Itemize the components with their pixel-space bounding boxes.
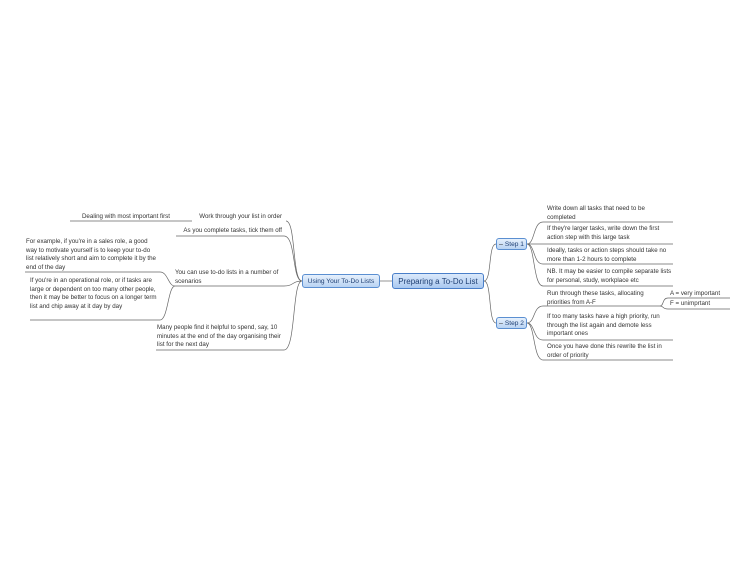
node-rewrite-list[interactable]: Once you have done this rewrite the list… xyxy=(547,343,662,359)
node-unimportant[interactable]: F = unimprtant xyxy=(670,300,711,307)
topic-step-1[interactable]: – Step 1 xyxy=(496,238,527,250)
topic-label: Step 2 xyxy=(504,319,524,327)
node-number-of-scenarios[interactable]: You can use to-do lists in a number of s… xyxy=(175,269,279,285)
node-write-down-all-tasks[interactable]: Write down all tasks that need to be com… xyxy=(547,205,645,221)
central-topic[interactable]: Preparing a To-Do List xyxy=(392,273,484,289)
topic-label: Step 1 xyxy=(504,240,524,248)
node-larger-tasks[interactable]: If they're larger tasks, write down the … xyxy=(547,225,660,241)
node-sales-role[interactable]: For example, if you're in a sales role, … xyxy=(26,238,156,271)
node-separate-lists[interactable]: NB. It may be easier to compile separate… xyxy=(547,268,672,284)
node-demote-less-important[interactable]: If too many tasks have a high priority, … xyxy=(547,313,660,338)
central-topic-label: Preparing a To-Do List xyxy=(398,276,478,286)
node-work-through-list[interactable]: Work through your list in order xyxy=(199,213,282,220)
node-tick-them-off[interactable]: As you complete tasks, tick them off xyxy=(183,227,282,234)
topic-step-2[interactable]: – Step 2 xyxy=(496,317,527,329)
node-dealing-most-important[interactable]: Dealing with most important first xyxy=(81,213,170,220)
node-ideally-tasks[interactable]: Ideally, tasks or action steps should ta… xyxy=(547,247,667,263)
topic-label: Using Your To-Do Lists xyxy=(307,277,375,285)
node-operational-role[interactable]: If you're in an operational role, or if … xyxy=(30,277,157,310)
collapse-icon[interactable]: – xyxy=(499,240,503,248)
node-very-important[interactable]: A = very important xyxy=(670,290,721,297)
topic-using-todo-lists[interactable]: Using Your To-Do Lists xyxy=(302,274,380,288)
node-allocate-priorities[interactable]: Run through these tasks, allocating prio… xyxy=(547,290,644,306)
collapse-icon[interactable]: – xyxy=(499,319,503,327)
node-end-of-day[interactable]: Many people find it helpful to spend, sa… xyxy=(157,324,281,349)
